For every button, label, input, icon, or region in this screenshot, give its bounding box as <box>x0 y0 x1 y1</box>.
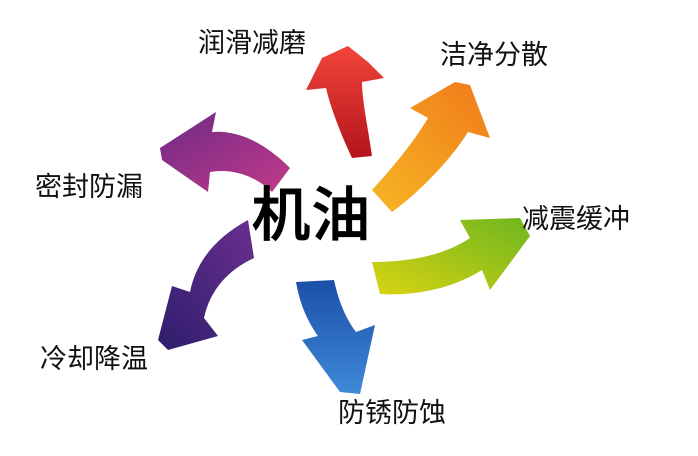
arrow-green <box>372 218 530 295</box>
arrow-red <box>306 46 384 158</box>
label-rust-prevention: 防锈防蚀 <box>338 398 446 429</box>
label-sealing: 密封防漏 <box>35 172 143 203</box>
center-title: 机油 <box>252 181 373 249</box>
label-shock-absorption: 减震缓冲 <box>522 204 630 235</box>
arrow-purple <box>158 220 254 350</box>
label-cleaning: 洁净分散 <box>440 40 548 71</box>
label-cooling: 冷却降温 <box>40 344 148 375</box>
arrow-orange <box>372 82 490 212</box>
label-lubrication: 润滑减磨 <box>198 28 306 59</box>
arrow-magenta <box>160 112 290 192</box>
arrow-blue <box>296 280 375 394</box>
